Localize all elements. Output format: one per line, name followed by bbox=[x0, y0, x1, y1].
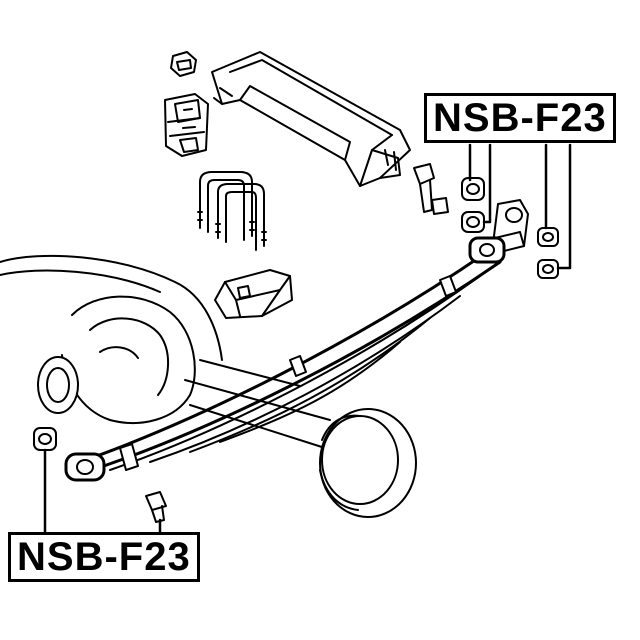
crossmember bbox=[211, 51, 411, 187]
part-number-label-top: NSB-F23 bbox=[424, 93, 616, 143]
shackle-bolt bbox=[413, 163, 449, 215]
u-bolts bbox=[197, 171, 267, 251]
bushing-lower-right bbox=[537, 259, 559, 279]
bushing-upper-left bbox=[461, 177, 485, 201]
part-number-label-bottom: NSB-F23 bbox=[8, 532, 200, 582]
shackle-bracket bbox=[164, 93, 209, 157]
bushing-lower-left bbox=[461, 211, 485, 233]
bushing-bottom-left bbox=[33, 427, 57, 451]
bushing-upper-right bbox=[537, 227, 559, 247]
leaf-spring bbox=[64, 236, 506, 482]
leader-lines-bottom bbox=[43, 448, 162, 534]
spring-seat-bracket bbox=[214, 269, 293, 319]
axle-housing bbox=[0, 254, 331, 449]
brake-drum bbox=[319, 408, 417, 518]
bushing-bottom-center bbox=[145, 491, 167, 523]
nut bbox=[170, 51, 197, 77]
leader-lines-top bbox=[468, 143, 572, 270]
